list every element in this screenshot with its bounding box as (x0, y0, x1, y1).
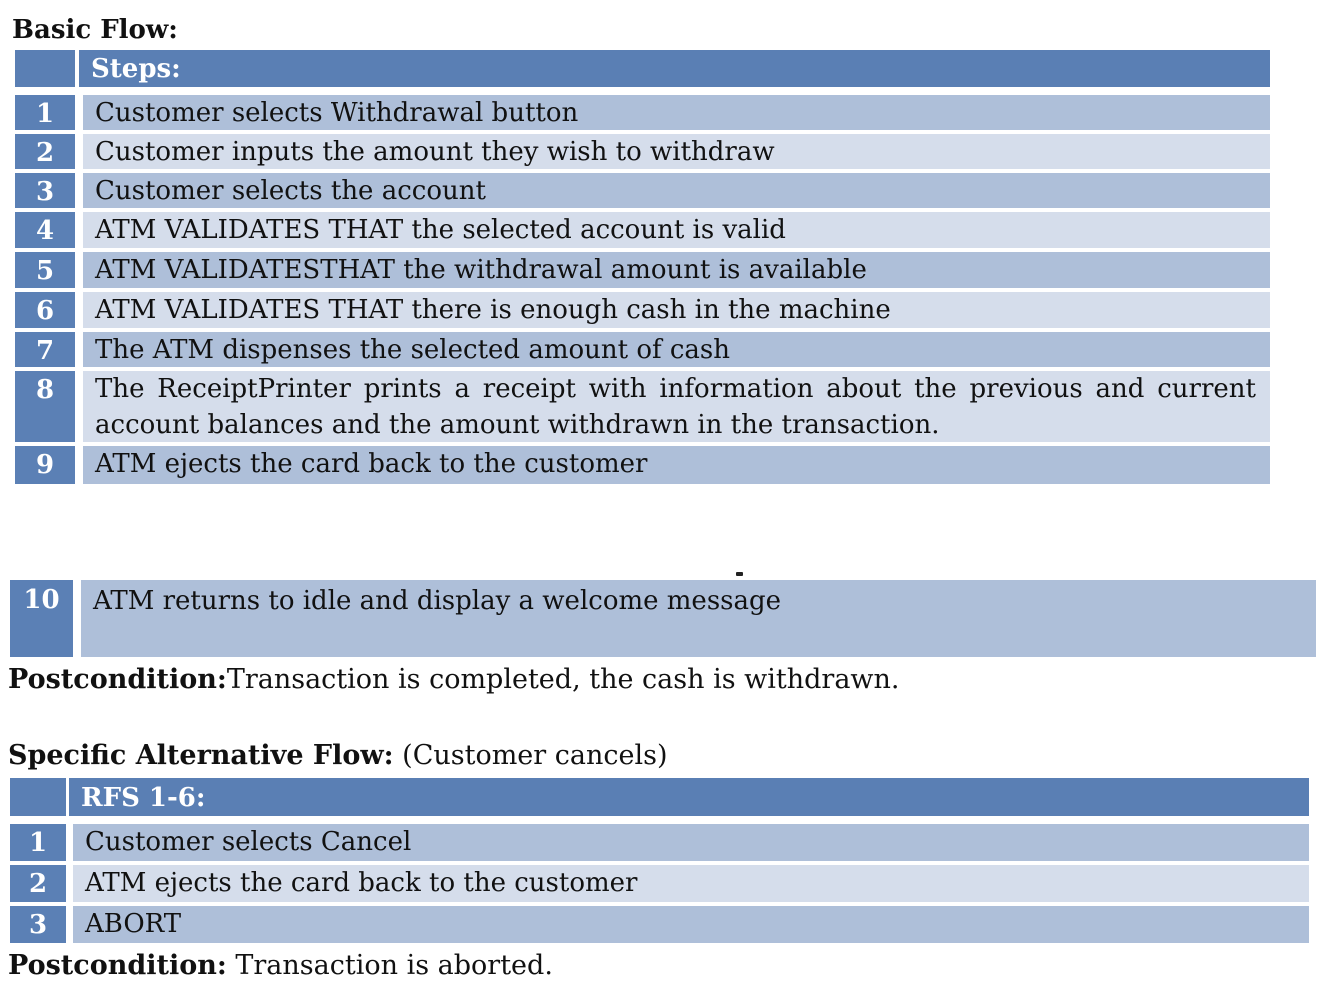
step-number: 3 (15, 173, 75, 208)
step-number: 2 (15, 134, 75, 169)
step-number: 1 (15, 95, 75, 130)
step-text: Customer selects Withdrawal button (83, 95, 1270, 130)
step-number: 2 (10, 865, 66, 902)
step-text: ABORT (73, 906, 1309, 943)
step-number: 7 (15, 332, 75, 367)
table-row: 6 ATM VALIDATES THAT there is enough cas… (15, 292, 1270, 328)
page-break-mark (736, 572, 743, 576)
postcondition-label: Postcondition: (8, 950, 227, 981)
alt-flow-heading-note: (Customer cancels) (393, 740, 668, 771)
step-text: Customer inputs the amount they wish to … (83, 134, 1270, 169)
step-number: 3 (10, 906, 66, 943)
step-text: ATM ejects the card back to the customer (73, 865, 1309, 902)
steps-header-corner (15, 50, 75, 87)
table-row: 3 Customer selects the account (15, 173, 1270, 208)
basic-flow-heading: Basic Flow: (12, 14, 178, 46)
alt-flow-postcondition: Postcondition: Transaction is aborted. (8, 950, 553, 982)
rfs-header-row: RFS 1-6: (10, 778, 1309, 816)
step-number: 8 (15, 371, 75, 442)
basic-flow-table: Steps: 1 Customer selects Withdrawal but… (15, 50, 1270, 484)
step-text: The ReceiptPrinter prints a receipt with… (83, 371, 1270, 442)
table-row: 1 Customer selects Cancel (10, 824, 1309, 861)
alt-flow-heading: Specific Alternative Flow: (Customer can… (8, 740, 668, 772)
step-text: The ATM dispenses the selected amount of… (83, 332, 1270, 367)
postcondition-text: Transaction is aborted. (226, 950, 553, 981)
table-row: 9 ATM ejects the card back to the custom… (15, 446, 1270, 484)
table-row: 2 ATM ejects the card back to the custom… (10, 865, 1309, 902)
step-text: ATM ejects the card back to the customer (83, 446, 1270, 484)
step-text: Customer selects the account (83, 173, 1270, 208)
table-row: 4 ATM VALIDATES THAT the selected accoun… (15, 212, 1270, 248)
step-text: ATM returns to idle and display a welcom… (81, 580, 1316, 657)
rfs-header-corner (10, 778, 66, 816)
step-number: 1 (10, 824, 66, 861)
step-number: 5 (15, 252, 75, 288)
table-row: 1 Customer selects Withdrawal button (15, 95, 1270, 130)
basic-flow-heading-text: Basic Flow: (12, 15, 178, 45)
step-text: ATM VALIDATES THAT the selected account … (83, 212, 1270, 248)
step-text: ATM VALIDATESTHAT the withdrawal amount … (83, 252, 1270, 288)
postcondition-label: Postcondition: (8, 664, 227, 695)
steps-header-row: Steps: (15, 50, 1270, 87)
step-number: 10 (10, 580, 73, 657)
steps-header: Steps: (79, 50, 1270, 87)
table-row: 7 The ATM dispenses the selected amount … (15, 332, 1270, 367)
alt-flow-table: RFS 1-6: 1 Customer selects Cancel 2 ATM… (10, 778, 1309, 943)
basic-flow-postcondition: Postcondition:Transaction is completed, … (8, 664, 900, 696)
table-row: 8 The ReceiptPrinter prints a receipt wi… (15, 371, 1270, 442)
table-row: 5 ATM VALIDATESTHAT the withdrawal amoun… (15, 252, 1270, 288)
rfs-header: RFS 1-6: (69, 778, 1309, 816)
step-text: ATM VALIDATES THAT there is enough cash … (83, 292, 1270, 328)
table-row: 2 Customer inputs the amount they wish t… (15, 134, 1270, 169)
step-number: 4 (15, 212, 75, 248)
alt-flow-heading-label: Specific Alternative Flow: (8, 740, 394, 771)
basic-flow-table-continued: 10 ATM returns to idle and display a wel… (10, 580, 1316, 657)
table-row: 3 ABORT (10, 906, 1309, 943)
table-row: 10 ATM returns to idle and display a wel… (10, 580, 1316, 657)
postcondition-text: Transaction is completed, the cash is wi… (226, 664, 900, 695)
step-number: 9 (15, 446, 75, 484)
step-number: 6 (15, 292, 75, 328)
step-text: Customer selects Cancel (73, 824, 1309, 861)
